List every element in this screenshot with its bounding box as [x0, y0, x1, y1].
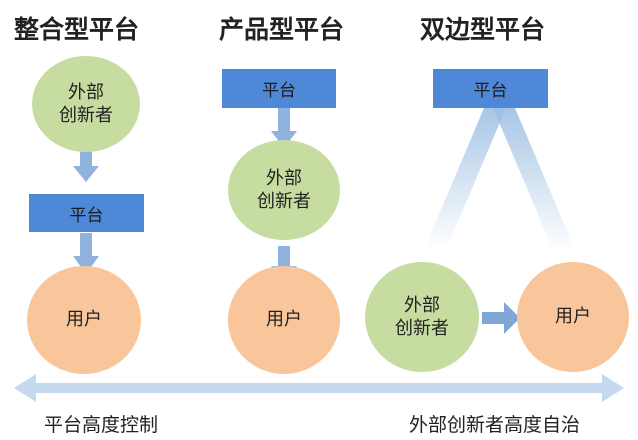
title-two-sided: 双边型平台 — [420, 15, 546, 44]
axis-label-innovator-autonomy: 外部创新者高度自治 — [409, 414, 581, 436]
user-node-3: 用户 — [517, 262, 629, 372]
external-innovator-label: 外部 创新者 — [257, 167, 311, 212]
platform-leg-left — [424, 108, 506, 250]
external-innovator-node-3: 外部 创新者 — [365, 262, 479, 372]
title-integrated: 整合型平台 — [14, 15, 140, 44]
arrow-platform-to-user-1 — [73, 233, 99, 274]
title-product: 产品型平台 — [219, 15, 345, 44]
arrow-innovator-to-platform-1 — [73, 146, 99, 182]
user-node-2: 用户 — [228, 266, 340, 374]
platform-label: 平台 — [69, 205, 104, 226]
user-node-1: 用户 — [27, 266, 141, 374]
arrow-innovator-to-user-3 — [482, 302, 520, 334]
platform-label: 平台 — [473, 81, 508, 101]
platform-box-1: 平台 — [29, 194, 144, 232]
user-label: 用户 — [555, 306, 591, 328]
user-label: 用户 — [66, 309, 102, 331]
external-innovator-node-2: 外部 创新者 — [228, 140, 340, 240]
arrow-platform-to-innovator-2 — [271, 108, 297, 148]
platform-label: 平台 — [262, 81, 296, 101]
external-innovator-node-1: 外部 创新者 — [32, 56, 140, 152]
platform-box-3: 平台 — [433, 69, 548, 108]
platform-box-2: 平台 — [222, 69, 336, 108]
axis-label-platform-control: 平台高度控制 — [44, 414, 159, 436]
external-innovator-label: 外部 创新者 — [395, 294, 449, 339]
external-innovator-label: 外部 创新者 — [59, 81, 113, 126]
user-label: 用户 — [266, 309, 302, 331]
axis-double-arrow — [14, 374, 624, 402]
platform-leg-right — [493, 108, 576, 252]
